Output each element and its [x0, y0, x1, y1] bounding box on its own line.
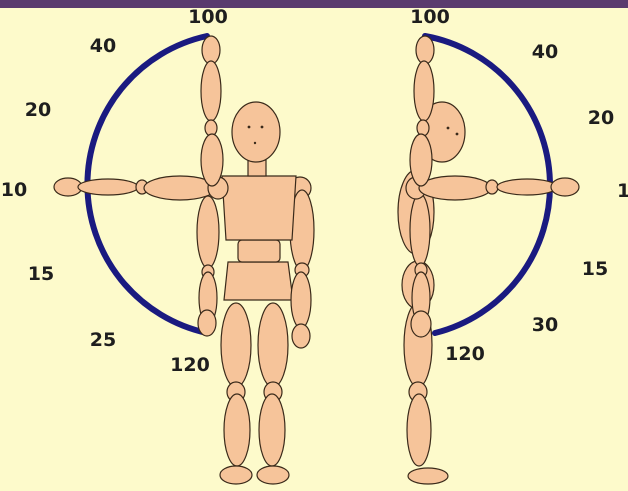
left-figure-right-leg	[257, 303, 289, 484]
left-label-lower-outer: 25	[90, 329, 116, 351]
right-label-bottom: 120	[445, 343, 485, 365]
left-figure-horizontal-arm	[54, 176, 228, 200]
left-figure-head	[232, 102, 280, 162]
right-label-upper-outer: 40	[532, 41, 558, 63]
left-label-lower-mid: 15	[28, 263, 54, 285]
left-figure: 100 40 20 10 15 25 120	[1, 6, 314, 484]
left-figure-pelvis	[224, 262, 293, 300]
right-figure: 100 40 20 10 15 30 120	[398, 6, 628, 484]
right-label-top: 100	[410, 6, 450, 28]
left-label-upper-mid: 20	[25, 99, 51, 121]
left-label-upper-outer: 40	[90, 35, 116, 57]
left-label-bottom: 120	[170, 354, 210, 376]
right-label-upper-mid: 20	[588, 107, 614, 129]
left-figure-lowered-arm	[197, 196, 219, 336]
left-figure-waist	[238, 240, 280, 262]
right-label-lower-mid: 15	[582, 258, 608, 280]
left-figure-torso	[222, 176, 296, 240]
right-label-middle: 10	[617, 180, 628, 202]
left-label-middle: 10	[1, 179, 27, 201]
right-figure-raised-arm	[410, 36, 434, 186]
left-label-top: 100	[188, 6, 228, 28]
right-figure-horizontal-arm	[406, 176, 579, 200]
right-label-lower-outer: 30	[532, 314, 558, 336]
left-figure-raised-arm	[201, 36, 223, 186]
left-figure-left-leg	[220, 303, 252, 484]
